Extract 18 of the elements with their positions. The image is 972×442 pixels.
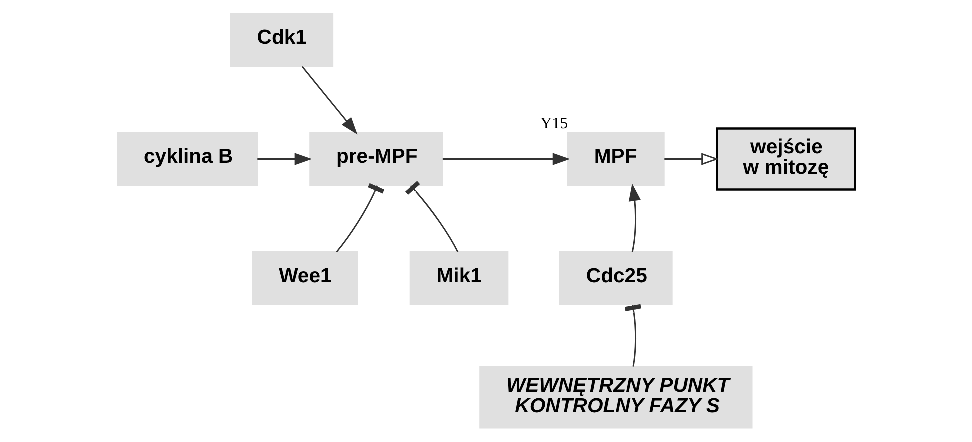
node-box: Cdc25 [559,252,672,306]
arrow [628,184,640,252]
node-label: Y15 [540,115,568,132]
node-box: MPF [567,132,664,186]
connector [404,181,458,252]
arrow [442,153,570,166]
node-box: Wee1 [252,252,358,306]
node-box: pre-MPF [309,132,443,186]
connector [624,304,641,367]
node-box: wejście w mitozę [716,128,856,191]
node-box: WEWNĘTRZNY PUNKT KONTROLNY FAZY S [479,366,752,429]
connector [336,183,384,253]
arrow [301,66,358,135]
node-box: Mik1 [409,252,508,306]
node-box: cyklina B [116,132,258,186]
arrow [664,153,719,166]
node-box: Cdk1 [230,13,334,67]
arrow [257,153,312,166]
